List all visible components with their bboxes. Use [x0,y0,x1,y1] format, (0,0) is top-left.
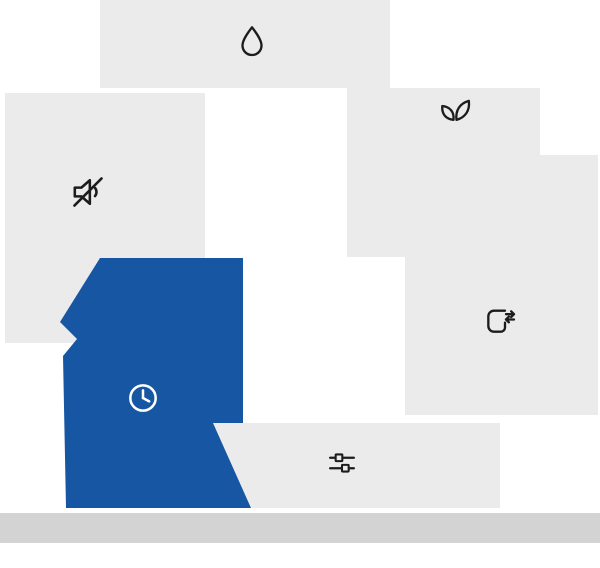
tile-water [100,0,390,88]
hose-swap-arrows-icon [487,309,516,333]
leaves-icon [441,99,471,121]
accent-banner [60,258,251,508]
clock-icon [129,384,157,412]
footer-bar [0,513,600,543]
tile-custom-settings [210,423,500,508]
water-drop-icon [241,26,263,57]
sliders-icon [329,453,355,473]
tile-drain [405,155,598,415]
speaker-muted-icon [73,177,103,207]
